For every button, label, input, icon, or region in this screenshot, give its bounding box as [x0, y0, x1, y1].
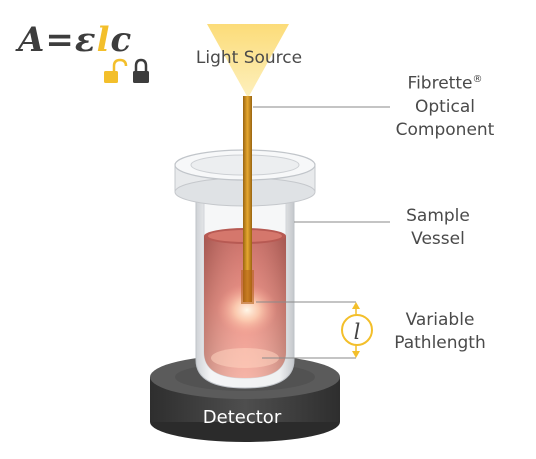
formula-a: A — [18, 20, 46, 60]
fibrette-label: Fibrette® Optical Component — [395, 73, 495, 140]
formula-equals: = — [45, 20, 75, 60]
pathlength-symbol: l — [353, 320, 361, 344]
pathlength-symbol-circle — [341, 314, 373, 346]
light-glow — [217, 284, 277, 336]
fibrette-rod — [243, 96, 252, 302]
light-beam — [207, 24, 289, 98]
formula-epsilon: ε — [74, 20, 97, 60]
variable-pathlength-label: Variable Pathlength — [394, 310, 486, 353]
detector-label: Detector — [202, 407, 282, 428]
registered-mark: ® — [472, 74, 483, 85]
formula-c: c — [110, 20, 133, 60]
lock-icon — [133, 58, 149, 83]
light-source-label: Light Source — [195, 48, 303, 68]
beer-lambert-formula: A=εlc — [18, 22, 132, 58]
formula-l: l — [96, 20, 111, 60]
unlock-icon — [104, 58, 128, 83]
sample-vessel-label: Sample Vessel — [406, 206, 470, 249]
